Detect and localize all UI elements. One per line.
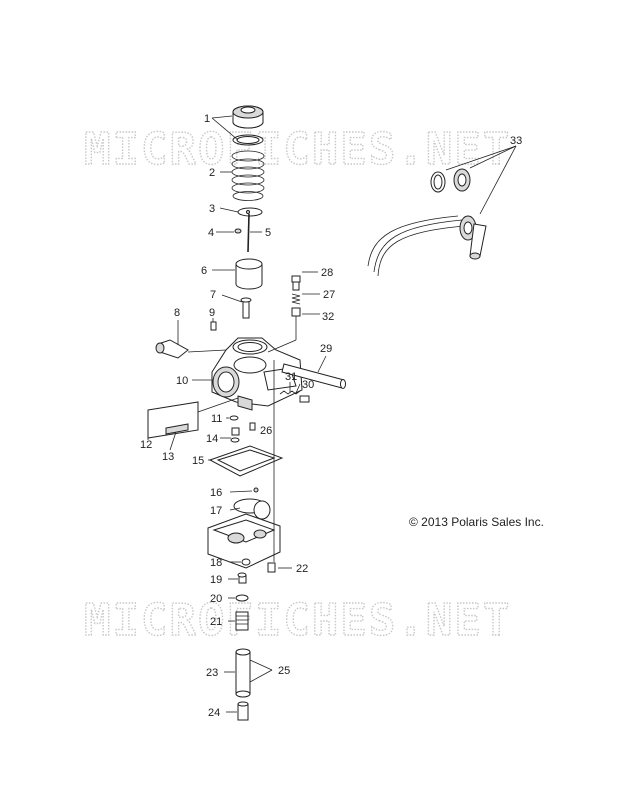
callout-26[interactable]: 26: [260, 425, 272, 437]
callout-25[interactable]: 25: [278, 665, 290, 677]
callout-23[interactable]: 23: [206, 667, 218, 679]
float[interactable]: [233, 498, 271, 520]
leader-33c: [479, 145, 517, 215]
carb-cap[interactable]: [232, 105, 264, 129]
callout-33[interactable]: 33: [510, 135, 522, 147]
callout-13[interactable]: 13: [162, 451, 174, 463]
copyright-notice: © 2013 Polaris Sales Inc.: [409, 515, 544, 529]
fitting-24[interactable]: [237, 701, 249, 721]
callout-17[interactable]: 17: [210, 505, 222, 517]
callout-7[interactable]: 7: [210, 289, 216, 301]
screw-26[interactable]: [249, 422, 256, 431]
vent-tube[interactable]: [281, 363, 346, 389]
jet-needle[interactable]: [247, 213, 250, 253]
bowl-screw-22[interactable]: [267, 562, 276, 573]
callout-3[interactable]: 3: [209, 203, 215, 215]
callout-20[interactable]: 20: [210, 593, 222, 605]
jet-19[interactable]: [237, 572, 247, 584]
cap-ring[interactable]: [232, 134, 264, 146]
fitting-32[interactable]: [267, 307, 301, 353]
leader-30: [295, 383, 301, 394]
leader-1b: [211, 117, 239, 141]
callout-18[interactable]: 18: [210, 557, 222, 569]
leader-7: [221, 294, 243, 303]
callout-31[interactable]: 31: [285, 371, 297, 383]
needle-plate[interactable]: [237, 207, 263, 217]
callout-8[interactable]: 8: [174, 307, 180, 319]
callout-22[interactable]: 22: [296, 563, 308, 575]
main-jet-14[interactable]: [230, 427, 240, 443]
callout-19[interactable]: 19: [210, 574, 222, 586]
link-body-gasket: [197, 397, 239, 413]
callout-5[interactable]: 5: [265, 227, 271, 239]
leader-25: [249, 659, 273, 671]
watermark-top: MICROFICHES.NET: [84, 124, 511, 175]
callout-16[interactable]: 16: [210, 487, 222, 499]
washer-11[interactable]: [229, 415, 239, 421]
callout-14[interactable]: 14: [206, 433, 218, 445]
float-bowl-gasket[interactable]: [208, 445, 284, 477]
carburetor-body[interactable]: [211, 337, 303, 411]
fitting-21[interactable]: [235, 611, 249, 631]
callout-27[interactable]: 27: [323, 289, 335, 301]
idle-screw[interactable]: [279, 390, 310, 403]
callout-29[interactable]: 29: [320, 343, 332, 355]
callout-30[interactable]: 30: [302, 379, 314, 391]
callout-32[interactable]: 32: [322, 311, 334, 323]
callout-21[interactable]: 21: [210, 616, 222, 628]
plug-pin[interactable]: [210, 321, 217, 331]
leader-16: [229, 490, 253, 493]
leader-13: [169, 431, 177, 451]
callout-1[interactable]: 1: [204, 113, 210, 125]
spring-27[interactable]: [291, 293, 301, 305]
callout-11[interactable]: 11: [211, 413, 222, 425]
leader-25b: [249, 669, 273, 683]
callout-2[interactable]: 2: [209, 167, 215, 179]
leader-33: [445, 145, 517, 171]
watermark-bottom: MICROFICHES.NET: [84, 595, 511, 646]
leader-1: [211, 115, 233, 119]
cable-assembly[interactable]: [367, 168, 487, 277]
needle-clip[interactable]: [234, 228, 242, 234]
callout-4[interactable]: 4: [208, 227, 214, 239]
callout-28[interactable]: 28: [321, 267, 333, 279]
callout-6[interactable]: 6: [201, 265, 207, 277]
callout-12[interactable]: 12: [140, 439, 152, 451]
callout-15[interactable]: 15: [192, 455, 204, 467]
drain-tube[interactable]: [235, 648, 251, 698]
choke-plunger[interactable]: [155, 339, 227, 359]
o-ring-20[interactable]: [235, 594, 249, 602]
callout-24[interactable]: 24: [208, 707, 220, 719]
reed-gasket[interactable]: [147, 401, 199, 439]
throttle-slide[interactable]: [235, 258, 263, 290]
leader-29: [317, 355, 327, 373]
leader-17: [229, 507, 241, 511]
drain-screw-18[interactable]: [241, 558, 251, 566]
float-pin[interactable]: [253, 487, 259, 493]
callout-10[interactable]: 10: [176, 375, 188, 387]
float-bowl[interactable]: [207, 513, 281, 569]
callout-9[interactable]: 9: [209, 307, 215, 319]
fitting-28[interactable]: [291, 275, 301, 291]
leader-3: [219, 207, 239, 213]
leader-33b: [469, 145, 517, 169]
pilot-jet[interactable]: [240, 297, 252, 319]
